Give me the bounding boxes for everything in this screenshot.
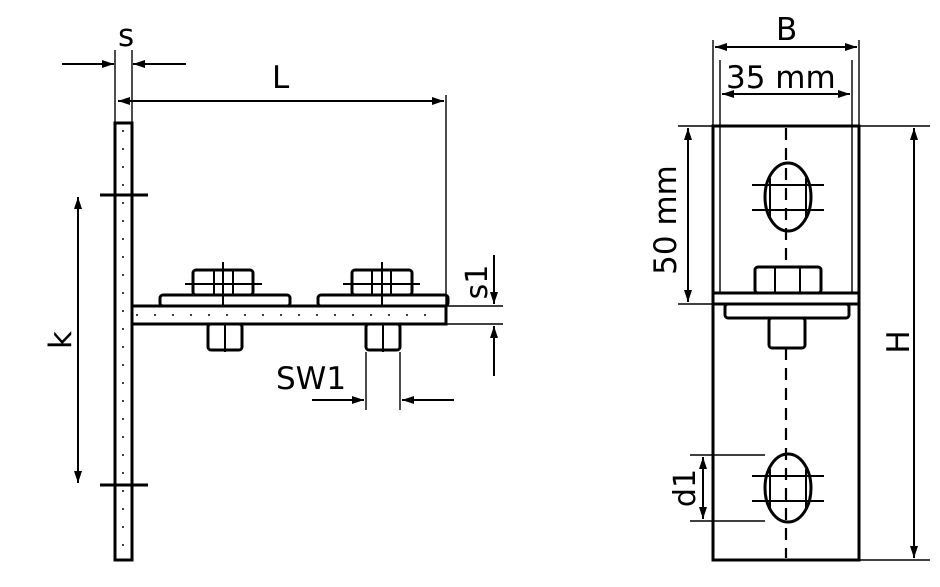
dim-s1: s1 [447, 255, 503, 376]
upper-slot [752, 161, 824, 233]
label-s1: s1 [460, 265, 495, 300]
dim-SW1: SW1 [276, 352, 454, 410]
wall-plate [113, 121, 134, 562]
front-view: B 35 mm 50 mm H d1 [648, 12, 930, 562]
label-k: k [43, 331, 79, 349]
dim-d1: d1 [668, 454, 765, 522]
dim-s: s [62, 18, 186, 122]
bolt-assembly-right [316, 262, 450, 352]
bolt-assembly-left [158, 262, 292, 352]
label-d1: d1 [668, 469, 703, 507]
dim-B: B [712, 12, 860, 125]
label-B: B [776, 12, 797, 48]
label-35mm: 35 mm [726, 60, 836, 96]
label-H: H [881, 330, 917, 353]
label-50mm: 50 mm [648, 165, 684, 275]
dim-50mm: 50 mm [648, 125, 712, 305]
dim-k: k [43, 197, 82, 483]
dim-L: L [118, 60, 447, 306]
front-arm [711, 291, 861, 306]
label-s: s [118, 18, 134, 54]
horizontal-arm [130, 304, 448, 326]
front-bolt-shank [767, 316, 807, 350]
lower-slot [752, 452, 824, 524]
front-hex-nut [753, 265, 823, 295]
label-L: L [272, 60, 290, 96]
dim-35mm: 35 mm [719, 60, 853, 293]
dim-H: H [860, 125, 930, 561]
front-washer [723, 302, 851, 320]
washer [158, 293, 292, 308]
label-SW1: SW1 [276, 361, 346, 397]
side-view: s L k s1 SW1 [43, 18, 503, 562]
